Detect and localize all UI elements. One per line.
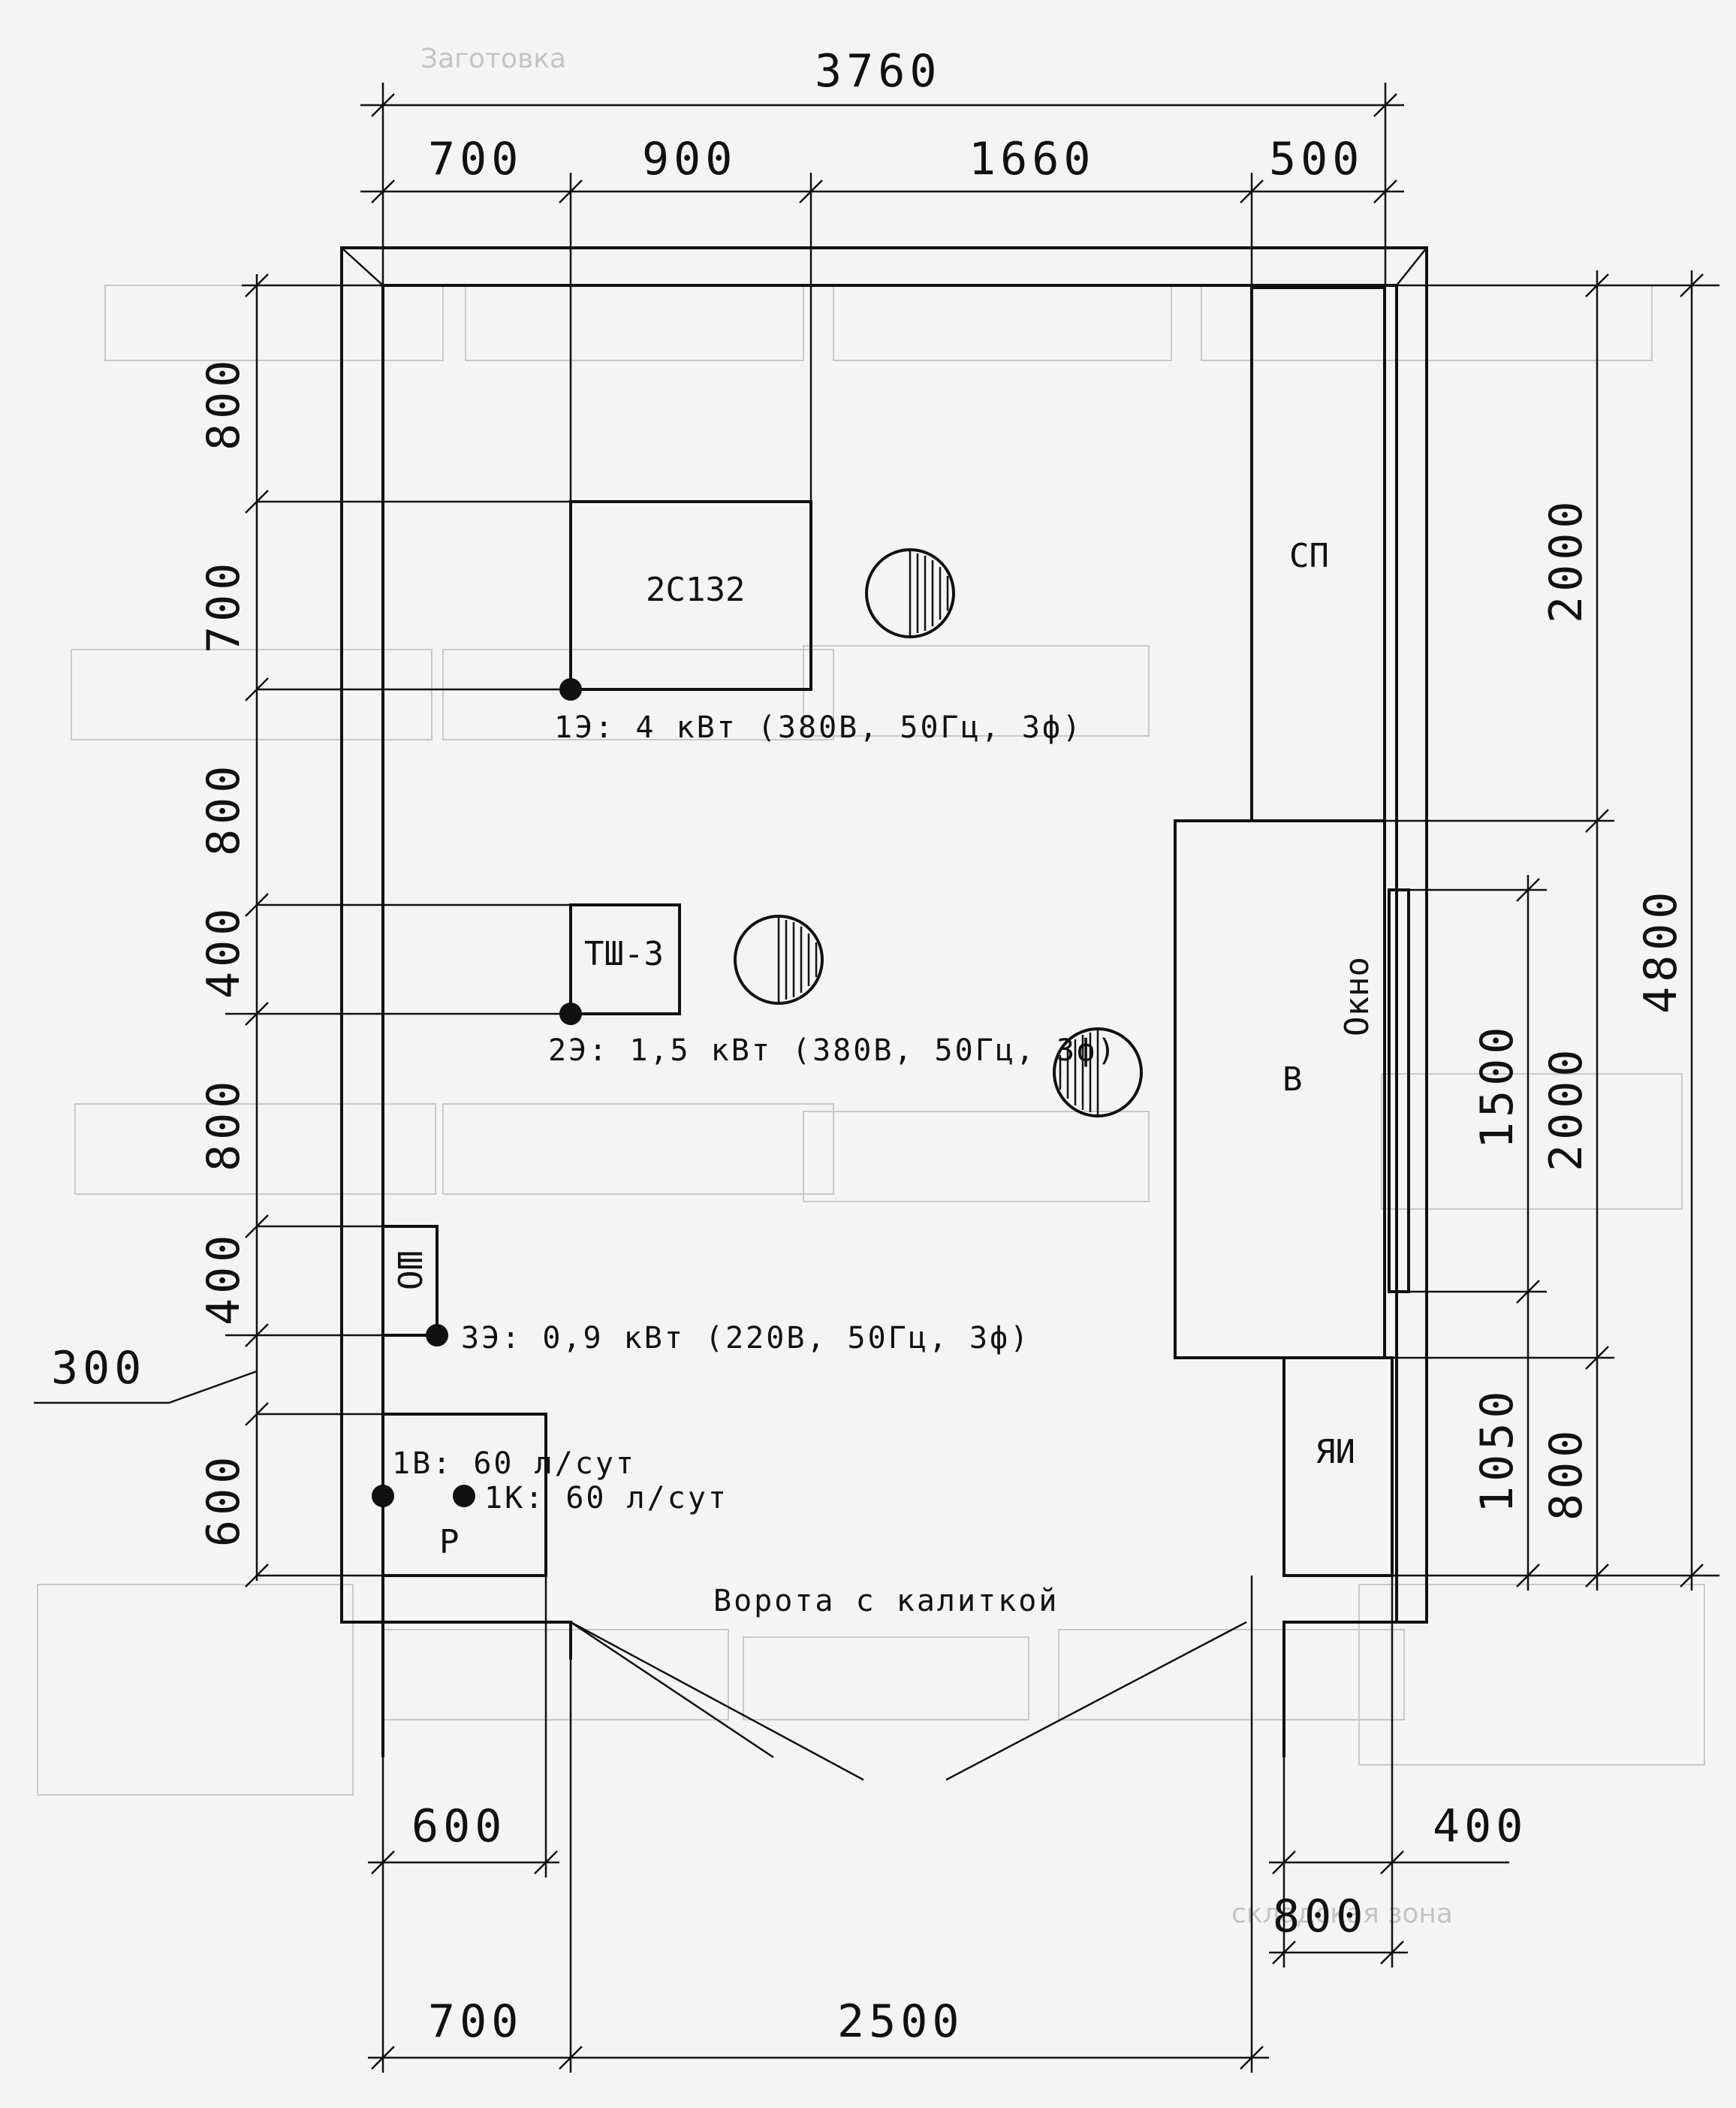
dim-bottom-600: 600 [411,1800,506,1853]
workbench-v[interactable]: В [1174,819,1386,1359]
dim-left-1: 800 [197,356,250,451]
dimensions-right [1385,270,1719,1591]
dim-right-2000a: 2000 [1540,497,1593,624]
dim-left-7: 600 [197,1452,250,1547]
dim-right-1500: 1500 [1471,1023,1524,1150]
dim-left-2: 700 [197,559,250,653]
window: Окно [1338,888,1410,1293]
dim-left-6: 400 [197,1231,250,1325]
dim-bottom-400: 400 [1433,1800,1527,1853]
rack-sp-label: СП [1289,537,1329,575]
dimensions-left [34,273,571,1588]
connection-point-k1 [453,1485,475,1507]
connection-w1-label: 1В: 60 л/сут [392,1446,636,1481]
building-walls [340,246,1428,1757]
dim-right-4800: 4800 [1635,888,1687,1015]
dimensions-bottom [368,1576,1509,2073]
gate-label: Ворота с калиткой [713,1584,1059,1618]
connection-point-w1 [372,1485,394,1507]
connection-e1-label: 1Э: 4 кВт (380В, 50Гц, 3ф) [554,710,1083,745]
dim-left-300: 300 [51,1342,146,1395]
dim-top-2: 900 [642,133,737,185]
box-yai[interactable]: ЯИ [1282,1356,1394,1577]
window-label: Окно [1338,957,1376,1036]
workplace-symbol-3 [1053,1027,1143,1117]
connection-e3-label: 3Э: 0,9 кВт (220В, 50Гц, 3ф) [461,1321,1030,1356]
machine-2c132[interactable]: 2С132 [569,500,812,691]
background-ghost-table: складская зона Заготовка [37,44,1705,1929]
workbench-v-label: В [1282,1060,1303,1099]
dim-bottom-2500: 2500 [837,1995,964,2048]
svg-text:складская зона: складская зона [1231,1898,1453,1929]
workplace-symbol-2 [734,915,824,1005]
machine-tsh3[interactable]: ТШ-3 [569,903,681,1015]
sink-r-label: Р [439,1523,460,1561]
dim-left-3: 800 [197,761,250,856]
dimensions-top [360,83,1404,502]
cabinet-sho[interactable]: ШО [381,1225,439,1337]
svg-text:Заготовка: Заготовка [420,44,566,74]
gate-doors [570,1621,1247,1781]
machine-2c132-label: 2С132 [646,571,745,609]
dim-right-1050: 1050 [1471,1387,1524,1514]
dim-bottom-700: 700 [428,1995,523,2048]
cabinet-sho-label: ШО [390,1250,428,1290]
dim-left-4: 400 [197,904,250,999]
workplace-symbol-1 [865,548,955,638]
dim-bottom-800: 800 [1273,1890,1367,1943]
machine-tsh3-label: ТШ-3 [584,935,664,973]
dim-top-4: 500 [1269,133,1364,185]
box-yai-label: ЯИ [1316,1433,1355,1471]
connection-k1-label: 1К: 60 л/сут [484,1481,728,1515]
dim-left-5: 800 [197,1077,250,1172]
dim-right-800: 800 [1540,1426,1593,1521]
dim-top-3: 1660 [969,133,1096,185]
sink-r[interactable]: Р [383,1413,547,1577]
dim-top-1: 700 [428,133,523,185]
rack-sp[interactable]: СП [1250,286,1386,822]
dim-right-2000b: 2000 [1540,1045,1593,1172]
connection-e2-label: 2Э: 1,5 кВт (380В, 50Гц, 3ф) [548,1033,1117,1068]
dim-top-total: 3760 [815,45,942,98]
